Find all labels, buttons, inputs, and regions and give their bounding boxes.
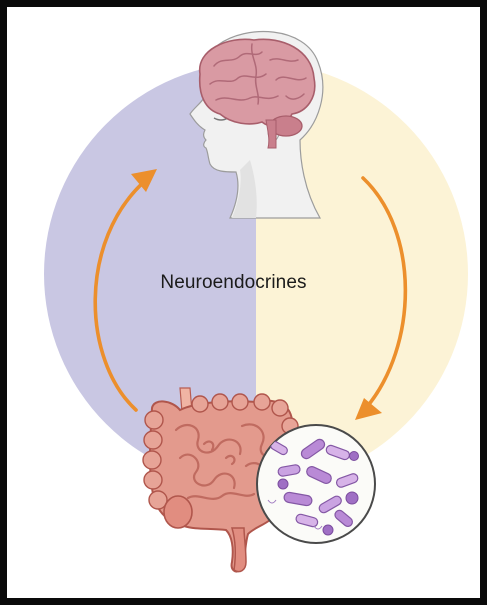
gut-microbiota-icon <box>257 425 375 543</box>
center-label: Neuroendocrines <box>0 272 477 294</box>
